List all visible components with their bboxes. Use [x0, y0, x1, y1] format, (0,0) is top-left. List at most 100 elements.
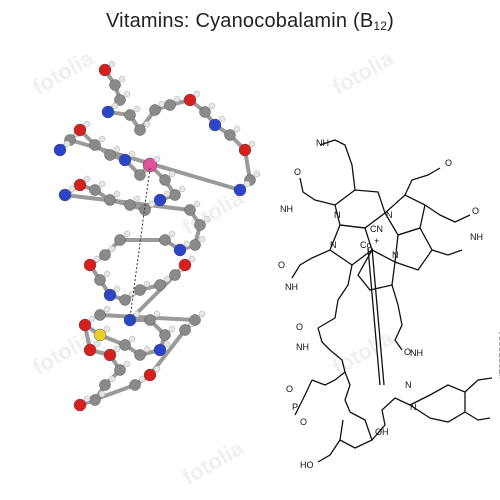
- model-hydrogen: [113, 145, 121, 153]
- model-atom: [164, 99, 176, 111]
- label-oxygen: O: [472, 206, 479, 216]
- model-atom: [73, 123, 87, 137]
- label-nh2: NH: [280, 204, 293, 214]
- model-hydrogen: [88, 315, 96, 323]
- model-atom: [124, 109, 136, 121]
- model-hydrogen: [198, 310, 206, 318]
- page-title: Vitamins: Cyanocobalamin (B12): [0, 10, 500, 33]
- model-atom: [169, 269, 181, 281]
- model-atom: [178, 258, 192, 272]
- model-atom: [101, 105, 115, 119]
- model-atom: [109, 79, 121, 91]
- label-cyano: CN: [370, 224, 383, 234]
- model-atom: [104, 194, 116, 206]
- model-hydrogen: [168, 170, 176, 178]
- model-atom: [233, 183, 247, 197]
- model-hydrogen: [163, 340, 171, 348]
- corrin-ring: [329, 189, 433, 291]
- label-oxygen: O: [278, 260, 285, 270]
- model-hydrogen: [103, 325, 111, 333]
- model-atom: [189, 314, 201, 326]
- model-atom: [89, 184, 101, 196]
- label-oxygen: O: [286, 384, 293, 394]
- model-hydrogen: [153, 155, 161, 163]
- model-hydrogen: [173, 95, 181, 103]
- model-atom: [153, 193, 167, 207]
- label-oxygen: O: [445, 158, 452, 168]
- model-atom: [154, 279, 166, 291]
- label-oxygen: O: [300, 417, 307, 427]
- model-hydrogen: [243, 180, 251, 188]
- model-atom: [134, 284, 146, 296]
- model-hydrogen: [183, 240, 191, 248]
- coordination-bond: [129, 167, 151, 319]
- model-hydrogen: [93, 340, 101, 348]
- model-hydrogen: [123, 360, 131, 368]
- model-atom: [94, 309, 106, 321]
- model-hydrogen: [113, 190, 121, 198]
- model-hydrogen: [68, 185, 76, 193]
- title-subscript: 12: [373, 19, 388, 33]
- model-atom: [119, 294, 131, 306]
- model-atom: [153, 343, 167, 357]
- model-atom: [78, 318, 92, 332]
- model-hydrogen: [108, 375, 116, 383]
- model-atom: [83, 343, 97, 357]
- model-hydrogen: [133, 195, 141, 203]
- label-nh2: NH: [316, 138, 329, 148]
- model-atom: [179, 324, 191, 336]
- model-atom: [119, 339, 131, 351]
- model-atom: [183, 93, 197, 107]
- label-oxygen: O: [404, 347, 411, 357]
- label-nh: NH: [296, 342, 309, 352]
- model-hydrogen: [153, 310, 161, 318]
- model-atom: [208, 118, 222, 132]
- model-atom: [149, 104, 161, 116]
- model-atom: [134, 124, 146, 136]
- model-hydrogen: [143, 120, 151, 128]
- model-atom: [129, 379, 141, 391]
- side-chains: [291, 139, 493, 463]
- model-atom: [98, 63, 112, 77]
- model-atom: [73, 178, 87, 192]
- model-atom: [114, 364, 126, 376]
- model-hydrogen: [83, 175, 91, 183]
- model-hydrogen: [253, 170, 261, 178]
- model-hydrogen: [123, 230, 131, 238]
- model-atom: [124, 199, 136, 211]
- model-atom: [114, 94, 126, 106]
- model-hydrogen: [128, 335, 136, 343]
- title-main: Vitamins: Cyanocobalamin (B: [106, 10, 374, 32]
- label-nitrogen: N: [405, 380, 412, 390]
- model-hydrogen: [193, 90, 201, 98]
- title-close: ): [387, 10, 394, 32]
- model-hydrogen: [163, 275, 171, 283]
- atom-labels: NH O NH O O NH O NH O NH O NH Co + CN N …: [278, 138, 483, 470]
- model-atom: [173, 243, 187, 257]
- model-atom: [53, 143, 67, 157]
- model-atom: [134, 349, 146, 361]
- label-nitrogen: N: [410, 402, 417, 412]
- model-hydrogen: [233, 125, 241, 133]
- model-hydrogen: [113, 285, 121, 293]
- model-atom: [93, 328, 107, 342]
- model-hydrogen: [113, 345, 121, 353]
- model-hydrogen: [133, 105, 141, 113]
- model-hydrogen: [203, 215, 211, 223]
- model-hydrogen: [208, 102, 216, 110]
- model-hydrogen: [188, 255, 196, 263]
- model-atom: [123, 313, 137, 327]
- label-nitrogen: N: [330, 240, 337, 250]
- label-oxygen: O: [296, 322, 303, 332]
- model-atom: [142, 157, 158, 173]
- model-bond: [79, 383, 136, 407]
- label-nitrogen: N: [386, 210, 393, 220]
- model-hydrogen: [103, 305, 111, 313]
- model-hydrogen: [193, 200, 201, 208]
- model-hydrogen: [148, 200, 156, 208]
- model-hydrogen: [83, 395, 91, 403]
- label-oxygen: O: [294, 167, 301, 177]
- model-atom: [58, 188, 72, 202]
- label-ho: HO: [300, 460, 314, 470]
- label-nh2: NH: [470, 232, 483, 242]
